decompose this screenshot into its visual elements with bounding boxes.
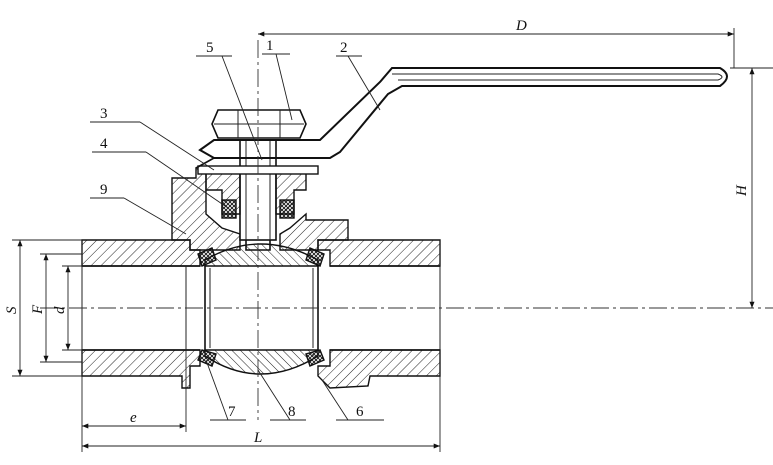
dim-label-e: e (130, 410, 137, 426)
pipe-bore (81, 240, 441, 376)
stem-nut (211, 109, 307, 139)
label-part-4: 4 (100, 136, 108, 152)
ball (204, 243, 319, 375)
dimension-lines (12, 28, 773, 452)
label-part-8: 8 (288, 404, 296, 420)
label-part-7: 7 (228, 404, 236, 420)
label-part-1: 1 (266, 38, 274, 54)
part-labels: 1 2 3 4 5 6 7 8 9 (100, 38, 364, 420)
valve-body (81, 167, 441, 389)
label-part-2: 2 (340, 40, 348, 56)
label-part-6: 6 (356, 404, 364, 420)
center-lines (40, 40, 773, 420)
dimension-labels: D H S F d e L (4, 18, 750, 446)
dim-label-H: H (734, 184, 750, 197)
label-part-9: 9 (100, 182, 108, 198)
label-part-3: 3 (100, 106, 108, 122)
dim-label-F: F (30, 304, 46, 315)
dim-label-D: D (515, 18, 527, 34)
dim-label-d: d (52, 306, 68, 314)
lever-handle (195, 67, 728, 169)
leader-lines (90, 53, 384, 421)
dim-label-S: S (4, 306, 20, 314)
seat-rings (197, 247, 325, 367)
dim-label-L: L (253, 430, 262, 446)
label-part-5: 5 (206, 40, 214, 56)
